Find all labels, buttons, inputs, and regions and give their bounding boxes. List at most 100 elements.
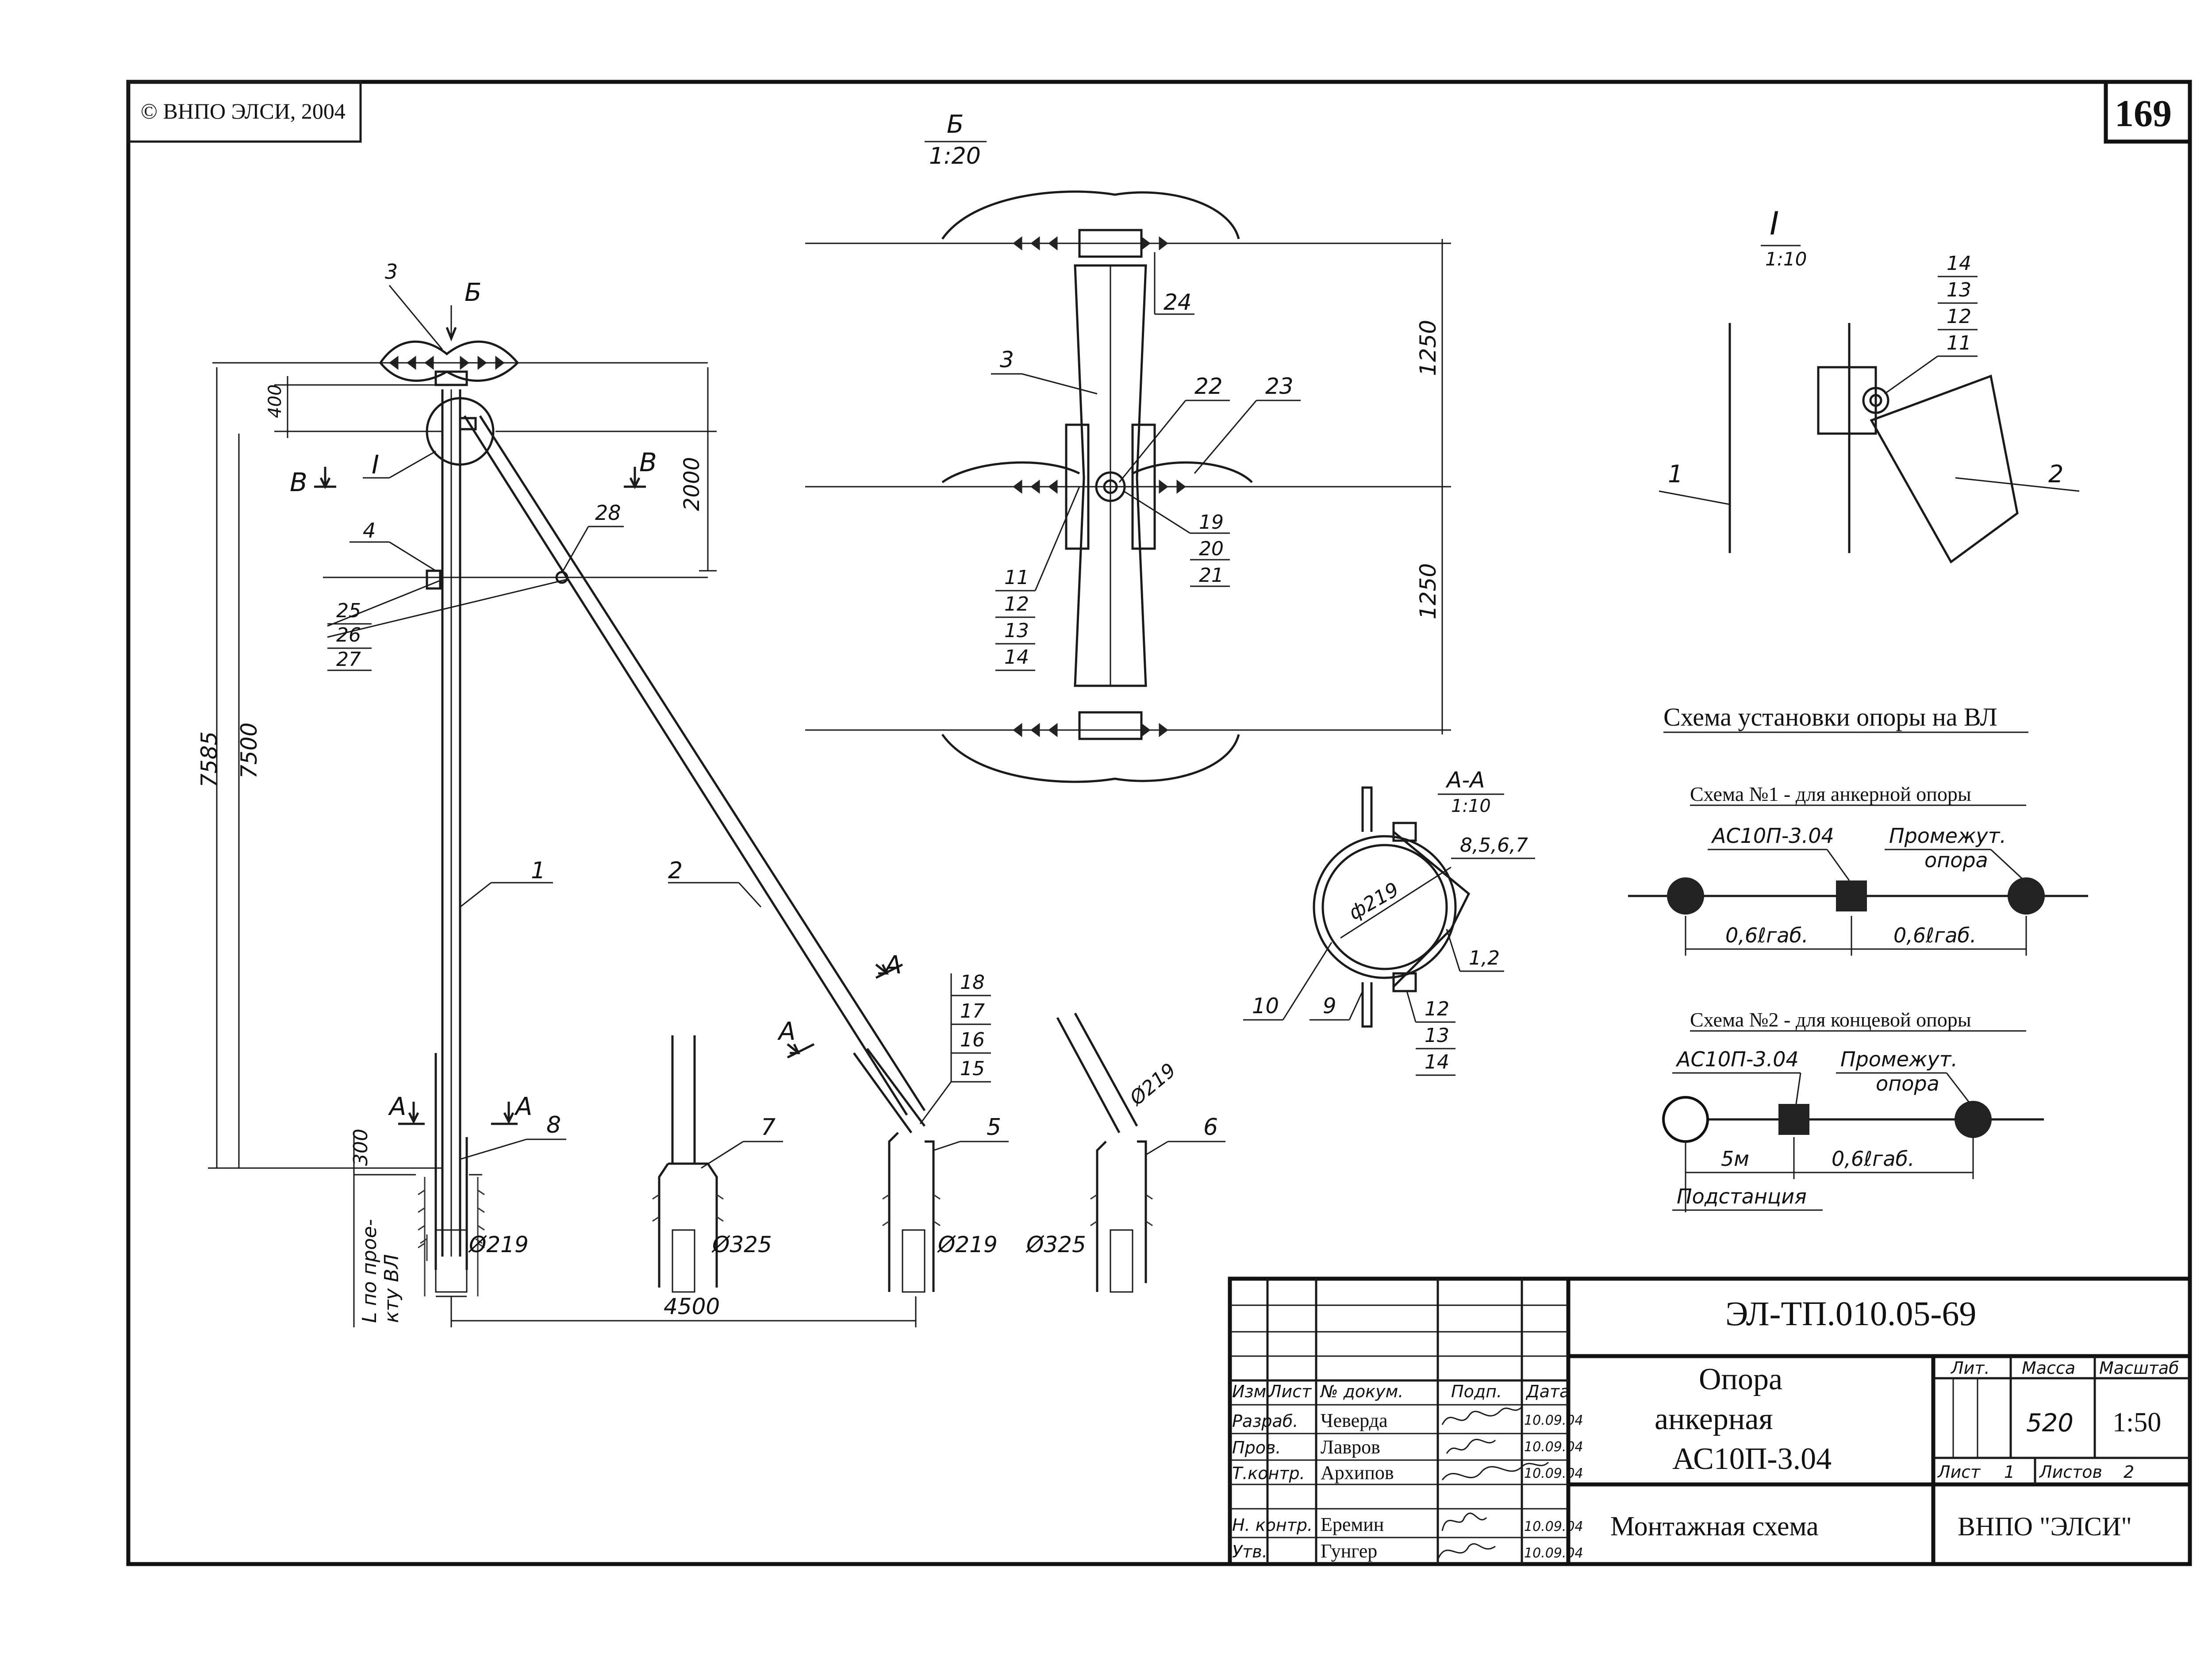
signature-row5: [1437, 1543, 1496, 1560]
scheme-1-title: Схема №1 - для анкерной опоры: [1690, 783, 1971, 805]
date-row1: 10.09.04: [1524, 1413, 1583, 1428]
callout-25: 25: [336, 600, 361, 622]
callout-20: 20: [1199, 538, 1224, 560]
callout-2: 2: [668, 857, 683, 884]
callout-13-view-i: 13: [1947, 279, 1971, 301]
callout-3-view-b: 3: [1000, 347, 1014, 373]
aa-callout-12: 12: [1425, 998, 1449, 1020]
dim-2000: 2000: [680, 457, 704, 511]
tb-title-3: АС10П-3.04: [1672, 1442, 1832, 1476]
view-b: Б 1:20 1250 1250 24 3: [805, 110, 1451, 783]
scheme-1-label-mid-2: опора: [1924, 848, 1988, 872]
scheme-2-label-pole: АС10П-3.04: [1675, 1047, 1799, 1071]
aa-callout-9: 9: [1323, 994, 1336, 1019]
callout-28: 28: [595, 501, 621, 525]
tb-sheet-value: 1: [2004, 1462, 2015, 1482]
scheme-2-right-pole: [1955, 1101, 1992, 1138]
tb-row5-role: Утв.: [1232, 1542, 1267, 1561]
main-elevation-view: В В I Б 3 400 2000 7585 7500 4 28 25 26 …: [196, 260, 1225, 1327]
callout-1-view-i: 1: [1668, 460, 1683, 488]
foundation-5: [853, 1048, 941, 1293]
page-number: 169: [2115, 92, 2172, 135]
scheme-2-substation-label: Подстанция: [1677, 1184, 1807, 1208]
view-b-scale: 1:20: [929, 143, 981, 169]
sheet-frame: [126, 80, 2192, 1566]
copyright-text: © ВНПО ЭЛСИ, 2004: [141, 99, 346, 123]
callout-11-view-b: 11: [1004, 566, 1029, 589]
view-aa-scale: 1:10: [1451, 796, 1491, 816]
callout-23: 23: [1265, 373, 1294, 399]
tb-row2-role: Пров.: [1232, 1438, 1281, 1457]
dim-1250-bottom: 1250: [1415, 563, 1441, 619]
callout-22: 22: [1194, 373, 1223, 399]
scheme-1-left-pole: [1667, 877, 1704, 915]
callout-24: 24: [1164, 289, 1192, 315]
foundation-8: [354, 1053, 485, 1297]
tb-title-1: Опора: [1699, 1362, 1782, 1396]
tb-row5-name: Гунгер: [1321, 1540, 1377, 1562]
callout-19: 19: [1199, 511, 1224, 534]
dia-219-c: Ø219: [1125, 1059, 1180, 1111]
page-number-box: [2104, 80, 2192, 144]
tb-subtitle: Монтажная схема: [1610, 1511, 1819, 1542]
dim-300: 300: [349, 1129, 372, 1166]
date-row4: 10.09.04: [1524, 1519, 1583, 1534]
tb-mass-value: 520: [2026, 1409, 2074, 1438]
view-b-title: Б: [947, 110, 964, 139]
section-a-3: А: [777, 1017, 795, 1046]
aa-ref-857: 8,5,6,7: [1460, 834, 1528, 857]
tb-row1-role: Разраб.: [1232, 1411, 1298, 1431]
view-aa-title: А-А: [1445, 767, 1485, 793]
callout-14-view-b: 14: [1004, 646, 1029, 669]
callout-6: 6: [1203, 1114, 1218, 1141]
copyright-box: [127, 81, 362, 143]
signature-row3: [1441, 1461, 1549, 1480]
callout-21: 21: [1199, 564, 1224, 587]
callout-17: 17: [960, 1000, 985, 1023]
tb-mass-label: Масса: [2022, 1358, 2075, 1378]
tb-col-list: Лист: [1268, 1382, 1312, 1401]
callout-15: 15: [960, 1057, 985, 1080]
callout-7: 7: [761, 1114, 776, 1141]
schemes-title: Схема установки опоры на ВЛ: [1663, 703, 1997, 731]
callout-1: 1: [531, 857, 545, 884]
detail-i-label: I: [372, 450, 379, 480]
tb-col-izm: Изм.: [1232, 1382, 1271, 1401]
foundation-7: [652, 1035, 724, 1293]
tb-sheets-value: 2: [2124, 1462, 2134, 1482]
section-a-2: А: [514, 1092, 532, 1121]
tb-row1-name: Чеверда: [1321, 1410, 1388, 1431]
view-i: I 1:10 1 2 14 13 12 11: [1659, 205, 2080, 564]
foundation-6: [1056, 1012, 1153, 1293]
aa-ref-12: 1,2: [1469, 947, 1500, 969]
scheme-1-span-right: 0,6ℓгаб.: [1893, 923, 1977, 947]
scheme-2-label-mid-2: опора: [1876, 1072, 1939, 1096]
arrow-b-label: Б: [465, 278, 481, 307]
section-a-1: А: [388, 1092, 406, 1121]
strut-2: [463, 415, 908, 1116]
scheme-2-title: Схема №2 - для концевой опоры: [1690, 1008, 1971, 1031]
scheme-1-span-left: 0,6ℓгаб.: [1725, 923, 1809, 947]
tb-lit-label: Лит.: [1950, 1358, 1990, 1378]
callout-11-view-i: 11: [1947, 332, 1971, 354]
section-v-left: В: [290, 467, 307, 497]
scheme-2-span-left: 5м: [1721, 1147, 1749, 1171]
date-row2: 10.09.04: [1524, 1439, 1583, 1455]
callout-12-view-b: 12: [1004, 593, 1029, 615]
aa-callout-14: 14: [1425, 1051, 1449, 1073]
tb-org: ВНПО "ЭЛСИ": [1958, 1512, 2132, 1541]
dim-7585: 7585: [196, 731, 222, 788]
tb-sheet-label: Лист: [1937, 1462, 1981, 1482]
depth-note-line1: L по прое-: [358, 1219, 381, 1323]
callout-16: 16: [960, 1029, 985, 1051]
tb-sheets-label: Листов: [2039, 1462, 2102, 1482]
signature-row1: [1441, 1406, 1523, 1425]
callout-18: 18: [960, 971, 985, 994]
tb-row3-name: Архипов: [1321, 1462, 1394, 1484]
signature-row2: [1446, 1438, 1496, 1454]
scheme-1-anchor-pole: [1836, 880, 1867, 911]
dim-400: 400: [265, 384, 285, 418]
scheme-2-span-right: 0,6ℓгаб.: [1832, 1147, 1915, 1171]
callout-2-view-i: 2: [2048, 460, 2063, 488]
